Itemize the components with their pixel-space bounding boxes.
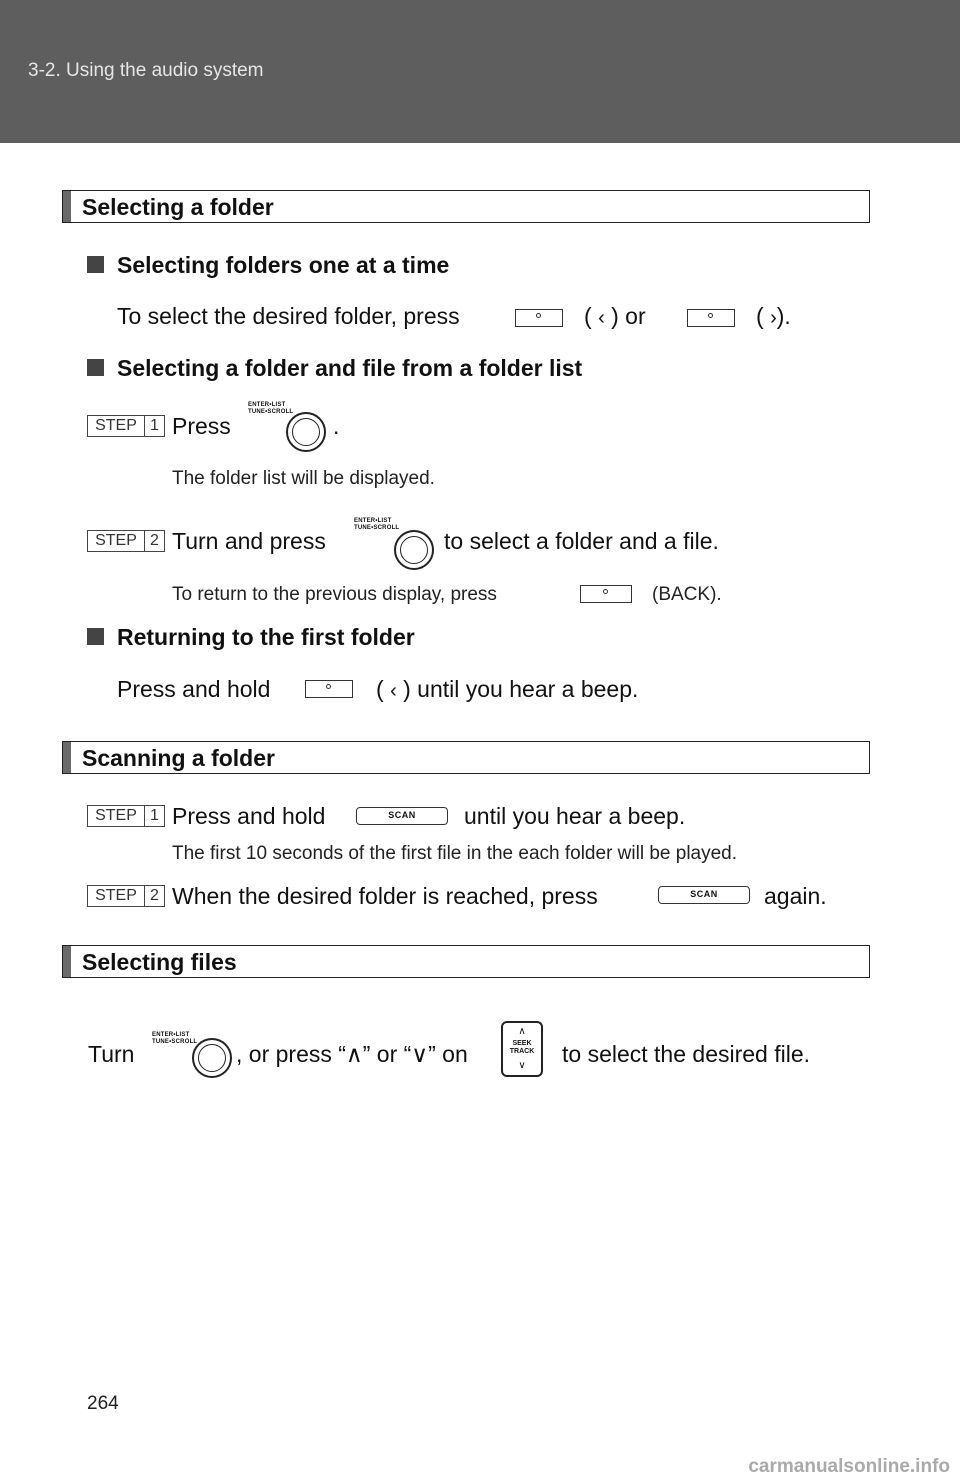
folder-down-button-icon	[305, 680, 353, 698]
when-reached: When the desired folder is reached, pres…	[172, 883, 598, 909]
or-text: ) or	[611, 303, 646, 329]
press-text: Press	[172, 413, 231, 439]
section-selecting-folder: Selecting a folder	[62, 190, 870, 223]
step-label: STEP	[88, 531, 144, 551]
step-label: STEP	[88, 886, 144, 906]
until-beep: until you hear a beep.	[464, 803, 686, 829]
section-title: Selecting files	[82, 949, 237, 975]
subheading-text: Selecting a folder and file from a folde…	[117, 355, 583, 381]
subheading-text: Returning to the first folder	[117, 624, 415, 650]
instruction-line: To select the desired folder, press	[117, 303, 460, 330]
step-label: STEP	[88, 416, 144, 436]
chevron-left-icon: ‹	[390, 680, 397, 702]
arrow-up-icon: ∧	[518, 1026, 526, 1037]
chevron-right-icon: ›	[770, 307, 777, 329]
until-beep-text: ) until you hear a beep.	[403, 676, 639, 702]
subheading-from-list: Selecting a folder and file from a folde…	[87, 355, 582, 382]
arrow-down-icon: ∨	[518, 1060, 526, 1071]
scan-button-icon: SCAN	[356, 807, 448, 825]
turn-and-press: Turn and press	[172, 528, 326, 554]
page-header: 3-2. Using the audio system	[0, 0, 960, 143]
press-and-hold: Press and hold	[117, 676, 271, 702]
section-selecting-files: Selecting files	[62, 945, 870, 978]
step-number: 2	[144, 531, 164, 551]
button-dot-icon	[603, 589, 608, 594]
note-return: To return to the previous display, press	[172, 584, 497, 606]
section-accent	[63, 742, 71, 773]
note-first-10-seconds: The first 10 seconds of the first file i…	[172, 843, 738, 864]
button-dot-icon	[326, 684, 331, 689]
press-and-hold: Press and hold	[172, 803, 326, 829]
until-beep-line: ( ‹ ) until you hear a beep.	[376, 676, 638, 703]
turn: Turn	[88, 1041, 135, 1067]
section-accent	[63, 946, 71, 977]
footer-watermark: carmanualsonline.info	[748, 1456, 950, 1477]
scan-button-icon: SCAN	[658, 886, 750, 904]
paren-open: (	[756, 303, 764, 329]
to-select-folder-file: to select a folder and a file.	[444, 528, 719, 554]
step-label: STEP	[88, 806, 144, 826]
back-text: (BACK).	[652, 584, 722, 605]
return-text: To return to the previous display, press	[172, 584, 497, 605]
bullet-square-icon	[87, 256, 104, 273]
section-scanning-folder: Scanning a folder	[62, 741, 870, 774]
note-list-displayed: The folder list will be displayed.	[172, 468, 435, 489]
paren-right: ( ›).	[756, 303, 791, 330]
paren-open: (	[584, 303, 592, 329]
step-number: 1	[144, 416, 164, 436]
section-accent	[63, 191, 71, 222]
paren-open: (	[376, 676, 384, 702]
folder-down-button-icon	[515, 309, 563, 327]
paren-left: ( ‹ ) or	[584, 303, 646, 330]
again: again.	[764, 883, 827, 909]
section-title: Scanning a folder	[82, 745, 275, 771]
period: .	[333, 413, 340, 439]
knob-circle-icon	[286, 412, 326, 452]
header-title: 3-2. Using the audio system	[28, 60, 264, 81]
button-dot-icon	[536, 313, 541, 318]
bullet-square-icon	[87, 359, 104, 376]
step-number: 2	[144, 886, 164, 906]
button-dot-icon	[708, 313, 713, 318]
to-select-file: to select the desired file.	[562, 1041, 811, 1067]
step1-press: Press	[172, 413, 231, 440]
section-title: Selecting a folder	[82, 194, 274, 220]
or-press: , or press “∧” or “∨” on	[236, 1041, 468, 1067]
knob-circle-icon	[192, 1038, 232, 1078]
text-select-desired: To select the desired folder, press	[117, 303, 460, 329]
step-badge-1: STEP 1	[87, 415, 165, 437]
step-badge-2: STEP 2	[87, 530, 165, 552]
step-badge-1: STEP 1	[87, 805, 165, 827]
knob-circle-icon	[394, 530, 434, 570]
back-button-icon	[580, 585, 632, 603]
step-badge-2: STEP 2	[87, 885, 165, 907]
subheading-text: Selecting folders one at a time	[117, 252, 450, 278]
chevron-left-icon: ‹	[598, 307, 605, 329]
subheading-first-folder: Returning to the first folder	[87, 624, 415, 651]
step-number: 1	[144, 806, 164, 826]
bullet-square-icon	[87, 628, 104, 645]
close-period: ).	[776, 303, 791, 329]
subheading-one-at-time: Selecting folders one at a time	[87, 252, 449, 279]
folder-up-button-icon	[687, 309, 735, 327]
page-number: 264	[87, 1393, 119, 1414]
